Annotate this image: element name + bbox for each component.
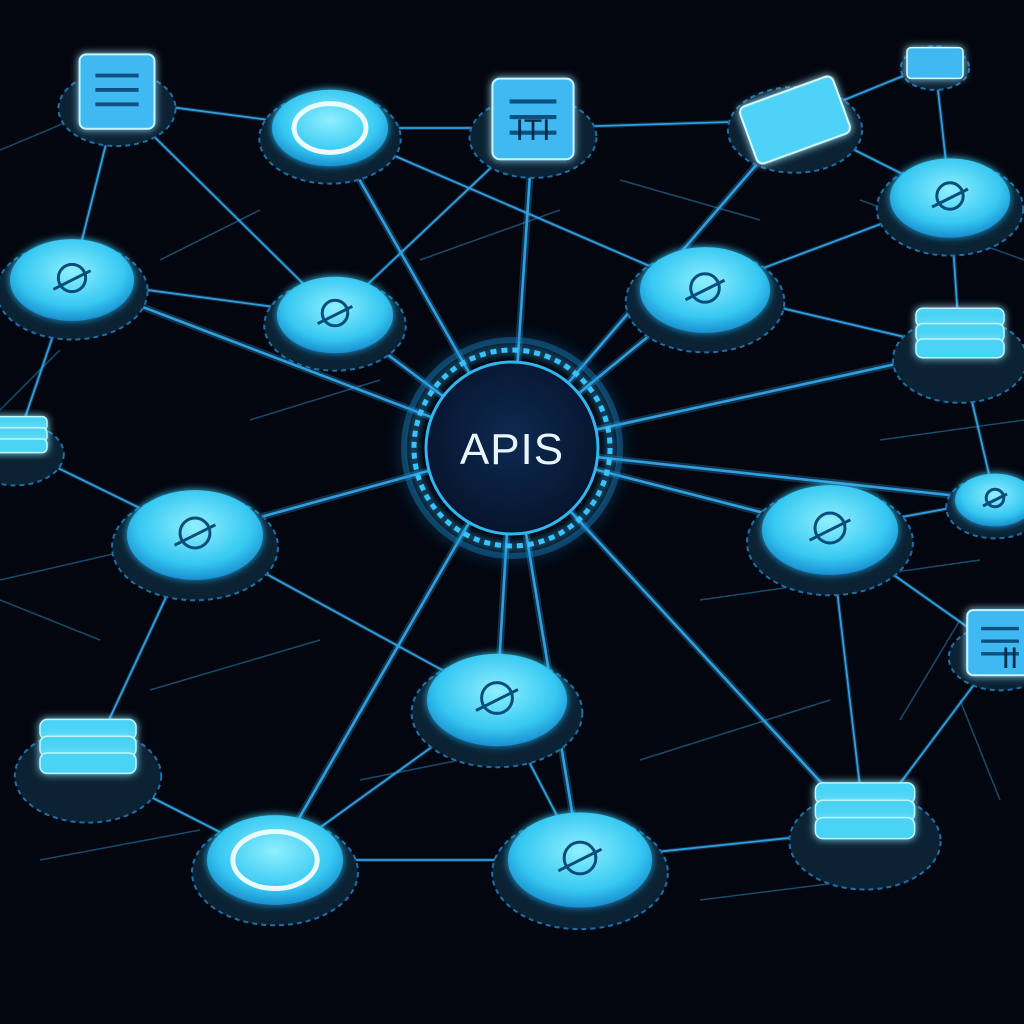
- n-top-right-card: [899, 45, 971, 91]
- stack-layer: [814, 816, 916, 840]
- server-slot: [95, 73, 139, 78]
- n-left-disc: [0, 239, 149, 341]
- hub-node: APIS: [401, 337, 623, 559]
- server-slot: [981, 639, 1019, 643]
- n-top-right-chip: [726, 75, 864, 174]
- server-slot: [95, 88, 139, 92]
- stack-layer: [915, 338, 1005, 359]
- node-disc: [955, 473, 1024, 527]
- n-bottom-right-stack: [788, 782, 942, 891]
- stack-layer: [0, 438, 48, 454]
- n-bottom-left-stack: [13, 718, 163, 824]
- card-body: [906, 46, 964, 80]
- server-slot: [981, 652, 1019, 656]
- background-strand: [149, 639, 321, 691]
- shield-icon: [173, 516, 217, 550]
- background-strand: [419, 209, 561, 261]
- plane-icon: [475, 681, 519, 715]
- background-strand: [899, 619, 961, 721]
- node-layer: [0, 45, 1024, 931]
- server-slot: [509, 115, 557, 120]
- n-right-mid-disc: [746, 485, 914, 597]
- server-slot: [509, 99, 557, 104]
- server-slot: [509, 130, 557, 135]
- gear-icon: [931, 181, 969, 211]
- background-strand: [959, 699, 1001, 801]
- plane-icon: [684, 272, 726, 304]
- n-right-upper-disc: [875, 158, 1024, 257]
- background-strand: [359, 759, 461, 781]
- lock-icon: [557, 840, 603, 876]
- n-inner-left-disc: [263, 276, 407, 372]
- n-bottom-ring: [191, 815, 359, 927]
- n-top-server: [468, 77, 598, 179]
- cloud-icon: [316, 298, 354, 328]
- background-strand: [0, 599, 101, 641]
- n-right-stack: [891, 307, 1024, 404]
- ring-mark: [291, 101, 369, 155]
- code-icon: [52, 262, 92, 294]
- right-server-label: II: [1002, 642, 1019, 675]
- background-strand: [249, 379, 381, 421]
- n-bottom-center-disc: [491, 812, 669, 931]
- ring-mark: [230, 828, 320, 892]
- top-server-label: ITI: [516, 114, 551, 147]
- node-disc: [272, 89, 388, 167]
- background-strand: [39, 829, 201, 861]
- background-strand: [159, 209, 261, 261]
- background-strand: [619, 179, 761, 221]
- server-slot: [981, 626, 1019, 631]
- key-icon: [982, 487, 1008, 509]
- n-left-mid-disc: [111, 490, 279, 602]
- n-lower-center-disc: [410, 653, 584, 769]
- n-inner-right-disc: [624, 247, 786, 354]
- n-right-server: [947, 609, 1024, 692]
- link-icon: [808, 511, 852, 545]
- node-disc: [207, 815, 343, 905]
- stack-layer: [39, 752, 137, 775]
- background-strand: [879, 419, 1024, 441]
- n-top-ring: [258, 89, 402, 185]
- background-strand: [0, 349, 61, 411]
- server-slot: [95, 102, 139, 107]
- background-strand: [639, 699, 831, 761]
- hub-label: APIS: [460, 425, 564, 474]
- n-left-stack: [0, 415, 65, 487]
- chip-body: [738, 75, 852, 165]
- n-top-left-server: [57, 53, 177, 148]
- n-right-edge-disc: [945, 473, 1024, 540]
